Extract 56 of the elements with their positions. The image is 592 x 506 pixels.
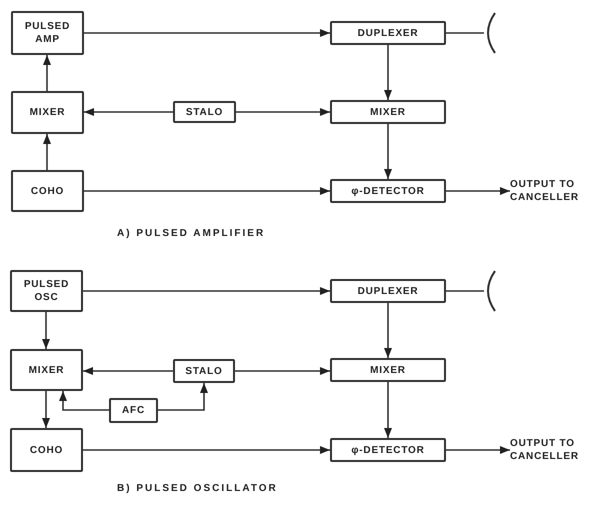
panel-caption: B) PULSED OSCILLATOR <box>117 483 278 494</box>
block-box <box>330 100 446 124</box>
signal-arrow <box>446 187 510 195</box>
signal-arrow <box>83 287 330 295</box>
block-label: COHO <box>30 184 64 198</box>
block-label: MIXER <box>28 364 64 376</box>
block-label: MIXER <box>30 106 66 119</box>
signal-arrow <box>42 312 50 349</box>
antenna-icon <box>484 270 496 312</box>
signal-arrow <box>384 124 392 179</box>
block-box <box>173 101 236 123</box>
signal-arrow <box>83 446 330 454</box>
signal-arrow <box>158 383 208 411</box>
block-box <box>10 349 83 391</box>
block-label: AFC <box>122 404 145 417</box>
output-label: OUTPUT TO CANCELLER <box>510 437 580 463</box>
block-box <box>11 170 84 212</box>
signal-arrow <box>43 55 51 91</box>
signal-arrow <box>84 29 330 37</box>
signal-arrow <box>43 134 51 170</box>
signal-arrow <box>235 367 330 375</box>
block-label: PULSED OSC <box>22 278 70 304</box>
block-box <box>10 428 83 472</box>
signal-arrow <box>83 367 173 375</box>
signal-arrow <box>84 108 173 116</box>
block-box <box>330 438 446 462</box>
panel-caption: A) PULSED AMPLIFIER <box>117 228 266 239</box>
block-box <box>330 358 446 382</box>
signal-arrow <box>384 303 392 358</box>
signal-arrow <box>446 446 510 454</box>
block-label: φ-DETECTOR <box>351 184 425 198</box>
block-box <box>330 179 446 203</box>
output-label: OUTPUT TO CANCELLER <box>510 178 580 204</box>
block-label: MIXER <box>370 106 406 118</box>
block-label: DUPLEXER <box>358 284 418 298</box>
signal-arrow <box>384 382 392 438</box>
block-box <box>109 398 158 423</box>
signal-arrow <box>384 45 392 100</box>
signal-arrow <box>84 187 330 195</box>
block-box <box>11 91 84 134</box>
block-label: STALO <box>185 364 223 378</box>
block-label: φ-DETECTOR <box>351 444 425 456</box>
block-box <box>330 279 446 303</box>
signal-arrow <box>42 391 50 428</box>
signal-arrow <box>236 108 330 116</box>
block-label: COHO <box>30 444 64 456</box>
block-label: STALO <box>186 106 224 118</box>
block-label: DUPLEXER <box>358 26 418 40</box>
block-box <box>11 11 84 55</box>
block-box <box>330 21 446 45</box>
signal-arrow <box>59 391 109 411</box>
antenna-icon <box>484 12 496 54</box>
block-label: PULSED AMP <box>24 20 72 46</box>
block-label: MIXER <box>370 364 406 376</box>
block-box <box>10 270 83 312</box>
block-box <box>173 359 235 383</box>
